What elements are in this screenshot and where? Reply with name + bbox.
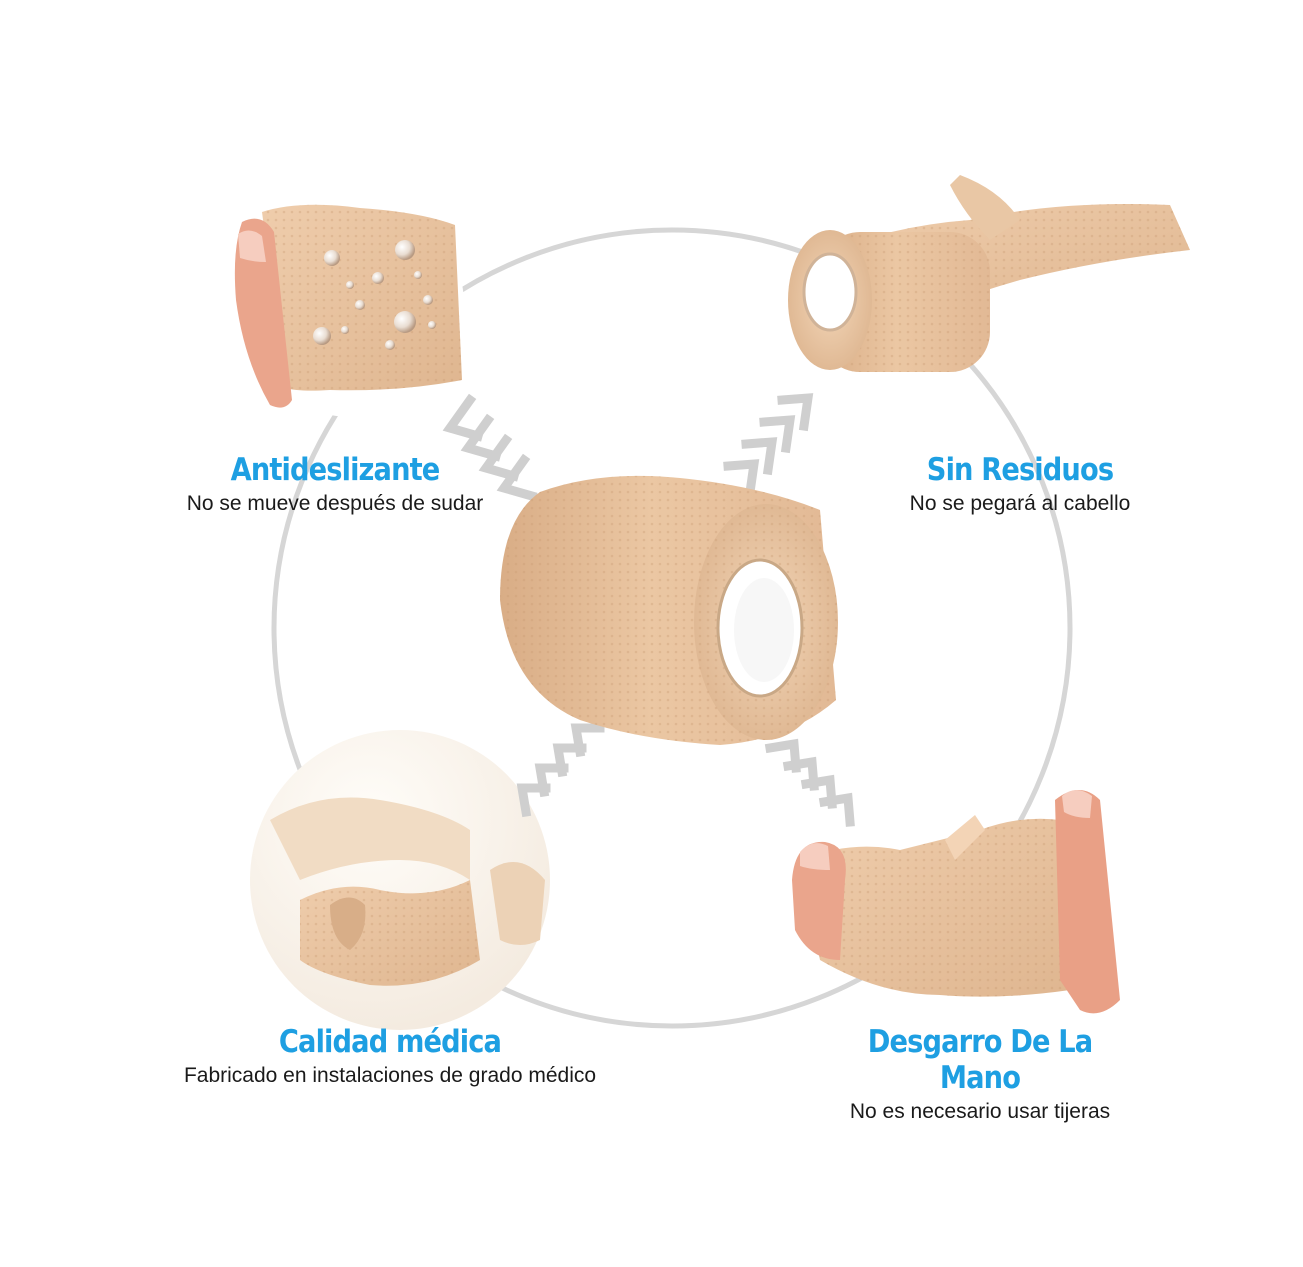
thumb-icon [234, 218, 292, 408]
antislip-image [234, 193, 464, 417]
left-thumb-icon [792, 841, 846, 960]
no-residue-image [788, 175, 1190, 372]
feature-subtitle: Fabricado en instalaciones de grado médi… [183, 1064, 597, 1087]
right-hand-icon [1055, 790, 1120, 1014]
feature-hand-tear: Desgarro De La Mano No es necesario usar… [820, 1024, 1140, 1124]
feature-antislip: Antideslizante No se mueve después de su… [150, 452, 520, 516]
feature-title: Calidad médica [278, 1024, 502, 1060]
feature-title: Sin Residuos [926, 452, 1114, 488]
feature-title: Antideslizante [230, 452, 441, 488]
arrow-icon-bottom-left [516, 723, 605, 818]
center-bandage-roll [500, 475, 838, 745]
feature-subtitle: No se mueve después de sudar [186, 492, 484, 515]
feature-no-residue: Sin Residuos No se pegará al cabello [880, 452, 1160, 516]
feature-subtitle: No se pegará al cabello [909, 492, 1131, 515]
feature-subtitle: No es necesario usar tijeras [849, 1100, 1111, 1123]
arrow-icon-top-right [723, 393, 814, 498]
medical-grade-image [250, 730, 550, 1030]
hand-tear-image [792, 790, 1120, 1014]
feature-medical-grade: Calidad médica Fabricado en instalacione… [160, 1024, 620, 1088]
arrow-icon-top-left [442, 393, 538, 502]
feature-title: Desgarro De La Mano [867, 1024, 1093, 1096]
arrow-icon-bottom-right [764, 738, 855, 827]
background-ring [271, 227, 1073, 1029]
water-droplets [313, 240, 436, 350]
